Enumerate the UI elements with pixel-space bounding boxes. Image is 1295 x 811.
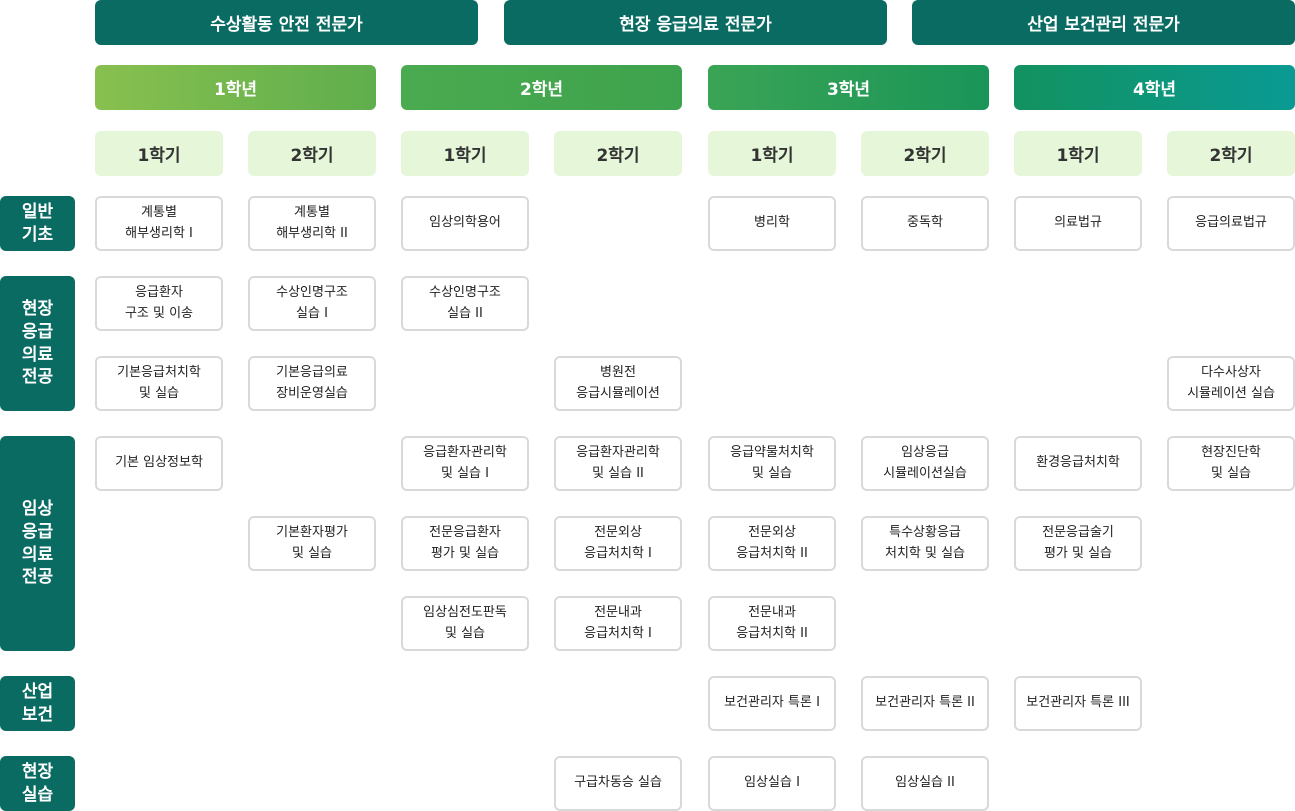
course-card: 응급환자관리학 및 실습 II [554, 436, 682, 491]
course-card: 중독학 [861, 196, 989, 251]
semester-header-y1-s1: 1학기 [95, 131, 223, 176]
semester-header-y4-s1: 1학기 [1014, 131, 1142, 176]
semester-header-y3-s2: 2학기 [861, 131, 989, 176]
semester-header-y2-s2: 2학기 [554, 131, 682, 176]
course-card: 수상인명구조 실습 I [248, 276, 376, 331]
category-industrial-health: 산업 보건 [0, 676, 75, 731]
career-header-water-safety: 수상활동 안전 전문가 [95, 0, 478, 45]
course-card: 계통별 해부생리학 I [95, 196, 223, 251]
year-header-4: 4학년 [1014, 65, 1295, 110]
course-card: 전문응급환자 평가 및 실습 [401, 516, 529, 571]
course-card: 의료법규 [1014, 196, 1142, 251]
course-card: 전문응급술기 평가 및 실습 [1014, 516, 1142, 571]
course-card: 임상심전도판독 및 실습 [401, 596, 529, 651]
course-card: 보건관리자 특론 II [861, 676, 989, 731]
course-card: 응급환자 구조 및 이송 [95, 276, 223, 331]
course-card: 기본환자평가 및 실습 [248, 516, 376, 571]
category-field-practice: 현장 실습 [0, 756, 75, 811]
career-header-field-emergency: 현장 응급의료 전문가 [504, 0, 887, 45]
year-header-2: 2학년 [401, 65, 682, 110]
course-card: 기본 임상정보학 [95, 436, 223, 491]
course-card: 기본응급처치학 및 실습 [95, 356, 223, 411]
course-card: 임상응급 시뮬레이션실습 [861, 436, 989, 491]
course-card: 응급의료법규 [1167, 196, 1295, 251]
course-card: 병리학 [708, 196, 836, 251]
course-card: 전문외상 응급처치학 II [708, 516, 836, 571]
category-field-emergency-major: 현장 응급 의료 전공 [0, 276, 75, 411]
course-card: 전문외상 응급처치학 I [554, 516, 682, 571]
category-general-basic: 일반 기초 [0, 196, 75, 251]
course-card: 임상실습 II [861, 756, 989, 811]
course-card: 임상의학용어 [401, 196, 529, 251]
year-header-1: 1학년 [95, 65, 376, 110]
course-card: 응급환자관리학 및 실습 I [401, 436, 529, 491]
course-card: 다수사상자 시뮬레이션 실습 [1167, 356, 1295, 411]
course-card: 보건관리자 특론 III [1014, 676, 1142, 731]
course-card: 전문내과 응급처치학 II [708, 596, 836, 651]
semester-header-y4-s2: 2학기 [1167, 131, 1295, 176]
year-header-3: 3학년 [708, 65, 989, 110]
course-card: 환경응급처치학 [1014, 436, 1142, 491]
semester-header-y1-s2: 2학기 [248, 131, 376, 176]
category-clinical-emergency-major: 임상 응급 의료 전공 [0, 436, 75, 651]
course-card: 계통별 해부생리학 II [248, 196, 376, 251]
course-card: 병원전 응급시뮬레이션 [554, 356, 682, 411]
course-card: 응급약물처치학 및 실습 [708, 436, 836, 491]
semester-header-y3-s1: 1학기 [708, 131, 836, 176]
semester-header-y2-s1: 1학기 [401, 131, 529, 176]
course-card: 보건관리자 특론 I [708, 676, 836, 731]
course-card: 수상인명구조 실습 II [401, 276, 529, 331]
course-card: 임상실습 I [708, 756, 836, 811]
course-card: 기본응급의료 장비운영실습 [248, 356, 376, 411]
course-card: 구급차동승 실습 [554, 756, 682, 811]
career-header-industrial-health: 산업 보건관리 전문가 [912, 0, 1295, 45]
course-card: 특수상황응급 처치학 및 실습 [861, 516, 989, 571]
course-card: 현장진단학 및 실습 [1167, 436, 1295, 491]
course-card: 전문내과 응급처치학 I [554, 596, 682, 651]
